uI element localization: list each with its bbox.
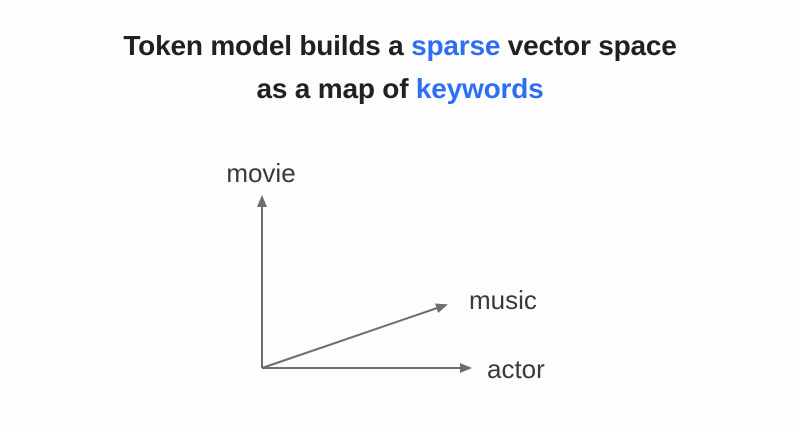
title-line1-post: vector space	[500, 30, 677, 61]
axis-label-actor: actor	[487, 354, 545, 384]
music-axis-arrow	[261, 303, 448, 369]
page-title: Token model builds a sparse vector space…	[0, 24, 800, 110]
title-highlight-sparse: sparse	[411, 30, 501, 61]
title-highlight-keywords: keywords	[415, 73, 544, 104]
title-line2-pre: as a map of	[256, 73, 416, 104]
title-line-1: Token model builds a sparse vector space	[0, 24, 800, 67]
axis-label-movie: movie	[226, 158, 295, 188]
axis-label-music: music	[469, 285, 537, 315]
title-line1-pre: Token model builds a	[123, 30, 412, 61]
title-line-2: as a map of keywords	[0, 67, 800, 110]
